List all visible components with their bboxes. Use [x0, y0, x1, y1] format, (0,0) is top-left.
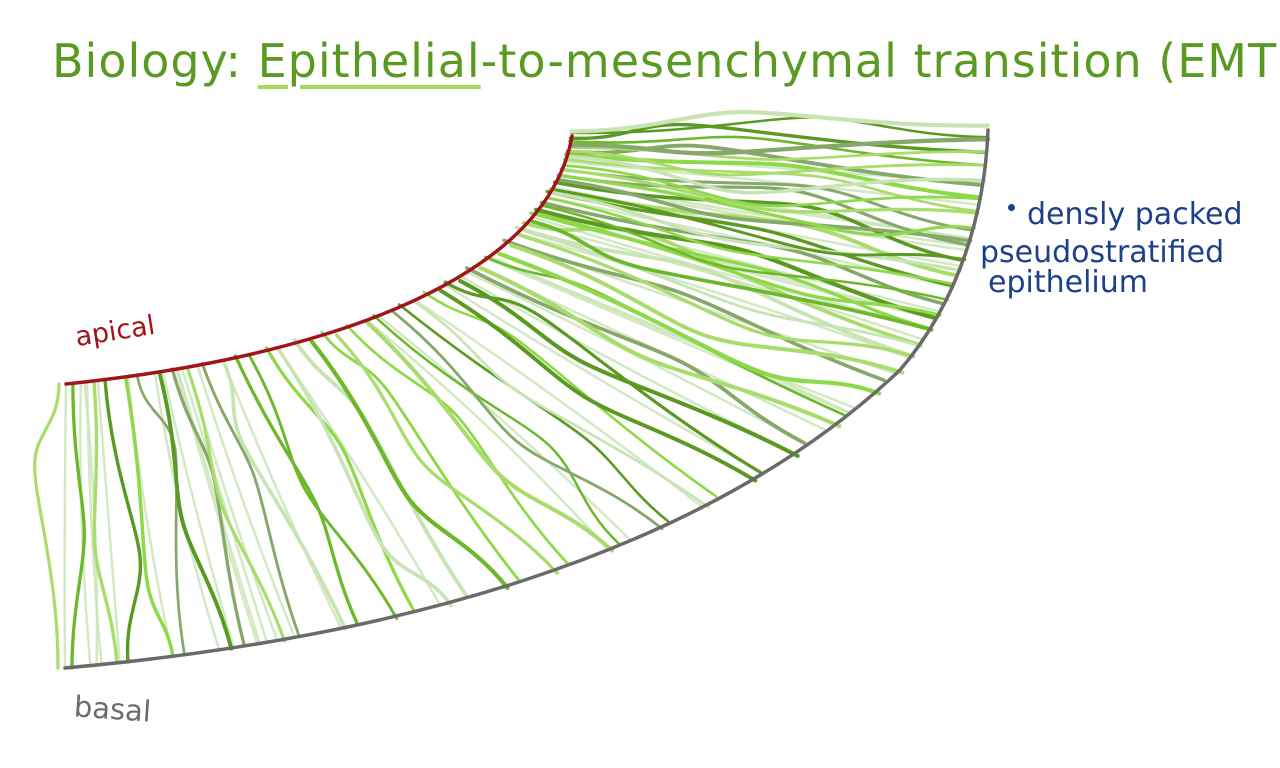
title-prefix: Biology:	[52, 34, 258, 88]
cell-outline	[123, 375, 175, 659]
cell-outline	[564, 152, 982, 200]
cell-outline	[292, 338, 469, 598]
cell-outline	[560, 174, 976, 237]
cell-outline	[309, 338, 510, 590]
cell-outline	[248, 355, 399, 620]
title-rest: -to-mesenchymal transition (EMT)	[480, 34, 1280, 88]
cell-outline	[569, 137, 991, 156]
annotation-line-1: densly packed	[980, 196, 1260, 234]
cell-outline-faint	[161, 370, 235, 649]
cell-outline-faint	[485, 257, 852, 415]
cell-outline	[157, 370, 234, 651]
annotation-line-2: pseudostratified	[980, 235, 1225, 270]
cell-outline	[221, 359, 347, 631]
annotation-note: densly packed pseudostratified epitheliu…	[980, 196, 1260, 302]
cell-outline	[497, 251, 882, 396]
epithelial-cells	[32, 109, 991, 670]
cell-outline-faint	[488, 255, 858, 410]
cell-outline-faint	[79, 381, 92, 667]
cell-outline	[554, 188, 967, 261]
cell-outline	[334, 333, 559, 575]
cell-outline	[92, 379, 119, 665]
apical-boundary	[64, 134, 574, 386]
annotation-text-1: densly packed	[1027, 197, 1243, 232]
cell-outline	[438, 288, 758, 483]
cell-outline-faint	[365, 318, 610, 551]
cell-outline	[517, 233, 916, 359]
cell-outline	[568, 149, 988, 177]
cell-outline	[277, 348, 453, 608]
cell-outline	[562, 157, 978, 213]
cell-outline	[458, 278, 800, 458]
cell-outline	[391, 310, 664, 531]
cell-outline	[372, 314, 620, 545]
cell-outline	[320, 330, 520, 581]
cell-outline	[565, 143, 985, 187]
cell-outline	[545, 189, 953, 287]
cell-outline	[569, 109, 990, 134]
cell-outline	[562, 168, 980, 215]
basal-label: basal	[72, 689, 153, 729]
cell-outline-faint	[126, 375, 174, 658]
cell-outline	[186, 367, 286, 643]
cell-outline-faint	[377, 314, 633, 542]
bullet-icon	[1008, 204, 1015, 211]
cell-outline-faint	[180, 366, 269, 644]
cell-outline	[465, 266, 807, 445]
cell-outline-faint	[563, 160, 981, 206]
cell-outline	[345, 324, 569, 565]
cell-outline	[478, 265, 842, 429]
cell-outline-faint	[174, 367, 259, 646]
cell-outline	[547, 196, 956, 286]
cell-outline	[422, 290, 718, 498]
cell-outline	[32, 382, 61, 670]
cell-outline	[530, 219, 934, 332]
cell-outline	[536, 212, 942, 317]
cell-outline	[443, 280, 762, 474]
cell-outline	[135, 373, 186, 656]
annotation-line-3: epithelium	[988, 265, 1148, 300]
cell-outline-faint	[196, 364, 296, 639]
cell-outline	[565, 164, 983, 208]
basal-boundary	[63, 128, 990, 670]
cell-outline-faint	[63, 382, 68, 670]
cell-outline	[233, 354, 359, 625]
cell-outline	[103, 378, 143, 664]
diagram-title: Biology: Epithelial-to-mesenchymal trans…	[52, 34, 1280, 88]
cell-outline	[509, 243, 905, 375]
cell-outline	[502, 238, 886, 383]
cell-outline	[365, 320, 615, 553]
cell-outline	[414, 301, 710, 509]
cell-outline-faint	[221, 359, 343, 630]
title-emphasis: Epithelial	[257, 34, 481, 88]
cell-outline-faint	[96, 379, 121, 664]
cell-outline	[521, 220, 920, 346]
cell-outline-faint	[465, 270, 809, 446]
cell-outline	[542, 204, 949, 302]
cell-outline	[557, 178, 973, 243]
cell-outline	[550, 190, 962, 273]
cell-outline	[568, 135, 986, 167]
cell-outline	[200, 361, 301, 638]
cell-outline	[566, 154, 986, 195]
cell-outline	[397, 303, 670, 523]
cell-outline	[70, 382, 86, 670]
cell-outline-faint	[443, 283, 765, 475]
cell-outline-faint	[516, 232, 912, 360]
cell-outline-faint	[85, 380, 103, 666]
